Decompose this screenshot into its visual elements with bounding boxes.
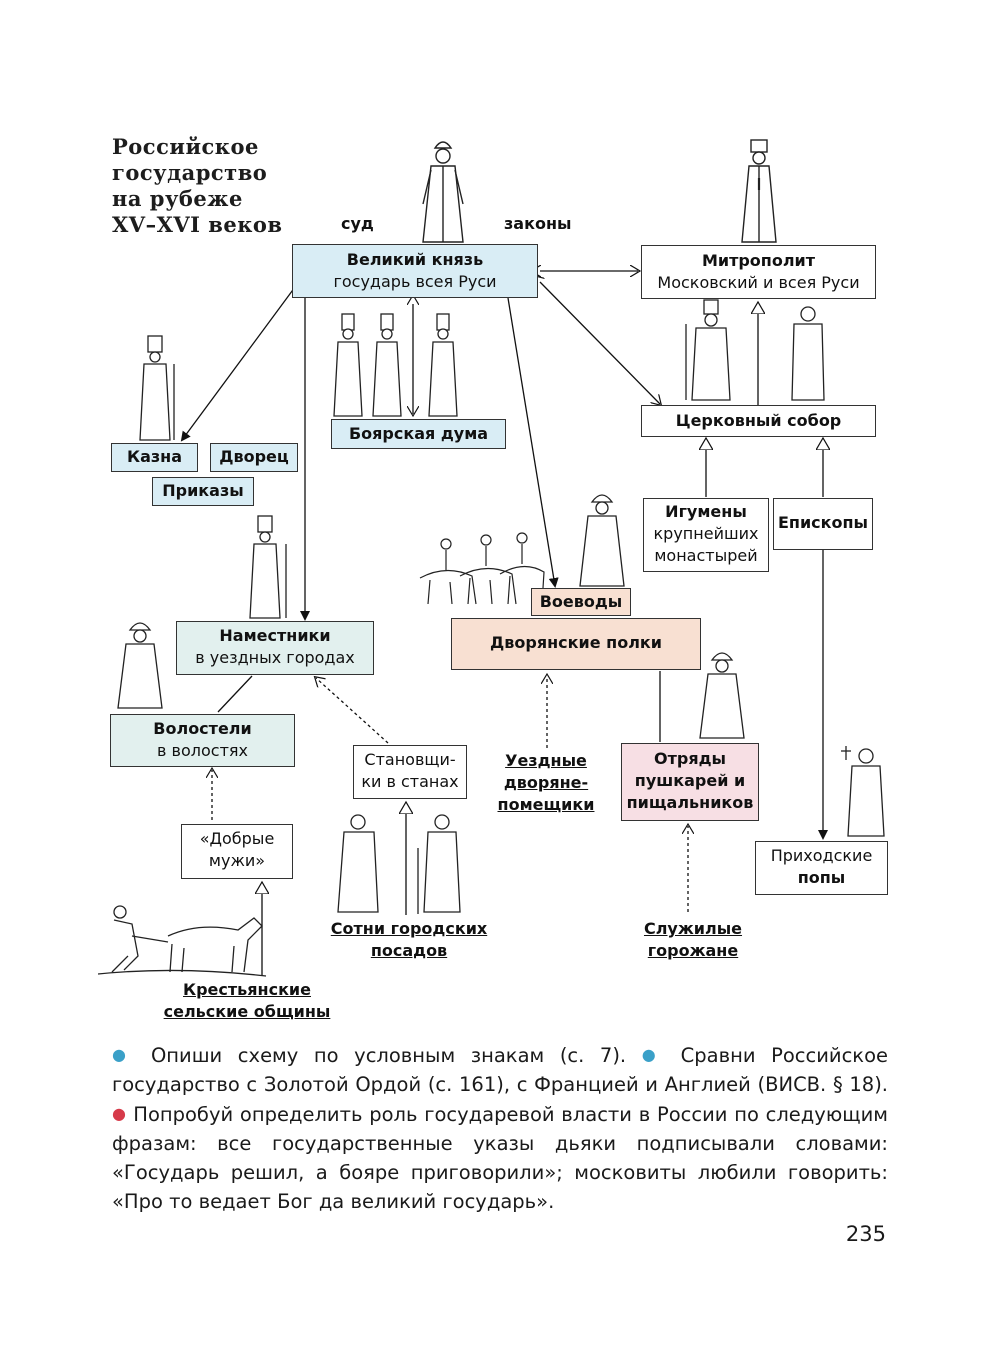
- question-1: Опиши схему по условным знакам (с. 7).: [150, 1044, 627, 1067]
- grand-prince-figure: [422, 141, 464, 243]
- metropolitan-subtitle: Московский и всея Руси: [657, 273, 860, 292]
- label-sud: суд: [341, 214, 374, 233]
- dobrye-muzhi-line2: мужи»: [208, 851, 266, 870]
- dobrye-muzhi-line1: «Добрые: [199, 829, 275, 848]
- igumeny-box: Игумены крупнейших монастырей: [643, 498, 769, 572]
- igumeny-sub1: крупнейших: [653, 524, 759, 543]
- metropolitan-figure: [741, 139, 777, 243]
- grand-prince-title: Великий князь: [346, 250, 484, 269]
- boyar-duma-box: Боярская дума: [331, 419, 506, 449]
- question-3: Попробуй определить роль государевой вла…: [112, 1103, 888, 1213]
- uezdnye-label: Уездные дворяне- помещики: [496, 750, 596, 816]
- voevoda-figure: [579, 494, 625, 587]
- boyars-figure: [333, 313, 458, 417]
- bullet-blue-2: ●: [641, 1045, 666, 1064]
- volosteli-title: Волостели: [153, 719, 252, 738]
- page-number: 235: [845, 1222, 886, 1246]
- stanovshchiki-line2: ки в станах: [361, 772, 459, 791]
- bullet-blue-1: ●: [112, 1045, 136, 1064]
- question-2: Сравни Российское государство с Золотой …: [112, 1044, 889, 1096]
- volosteli-box: Волостели в волостях: [110, 714, 295, 767]
- church-council-box: Церковный собор: [641, 405, 876, 437]
- prince-council-arrow: [540, 282, 660, 404]
- gunner-figure: [699, 652, 745, 739]
- stanovshchiki-namestniki-arrow: [316, 678, 389, 744]
- dvoryanskie-polki-title: Дворянские полки: [490, 633, 662, 652]
- namestnik-figure: [249, 515, 287, 619]
- bullet-red: ●: [112, 1104, 127, 1123]
- episkopy-title: Епископы: [777, 513, 869, 532]
- sotni-line2: посадов: [370, 941, 448, 960]
- church-council-title: Церковный собор: [675, 411, 842, 430]
- namestniki-subtitle: в уездных городах: [195, 648, 355, 667]
- questions-text: ● Опиши схему по условным знакам (с. 7).…: [112, 1040, 888, 1216]
- uezdnye-line3: помещики: [497, 795, 595, 814]
- sotni-line1: Сотни городских: [330, 919, 488, 938]
- grand-prince-subtitle: государь всея Руси: [333, 272, 497, 291]
- kazna-title: Казна: [126, 447, 183, 466]
- label-zakony: законы: [504, 214, 572, 233]
- sluzhilye-label: Служилые горожане: [640, 918, 746, 962]
- dvoryanskie-polki-box: Дворянские полки: [451, 618, 701, 670]
- krestyanskie-label: Крестьянские сельские общины: [160, 979, 334, 1023]
- episkopy-box: Епископы: [773, 498, 873, 550]
- dvorets-title: Дворец: [219, 447, 289, 466]
- krestyanskie-line1: Крестьянские: [183, 980, 311, 999]
- kazna-box: Казна: [111, 443, 198, 472]
- metropolitan-title: Митрополит: [701, 251, 816, 270]
- boyar-duma-title: Боярская дума: [348, 424, 489, 443]
- namestniki-box: Наместники в уездных городах: [176, 621, 374, 675]
- volostel-figure: [117, 622, 163, 709]
- prince-kazna-arrow: [180, 282, 299, 442]
- diagram-title: Российское государство на рубеже XV–XVI …: [112, 134, 322, 238]
- otryady-line3: пищальников: [626, 793, 754, 812]
- dvorets-box: Дворец: [210, 443, 298, 472]
- sluzhilye-line1: Служилые: [643, 919, 743, 938]
- sluzhilye-line2: горожане: [647, 941, 739, 960]
- clergy-figures: [685, 299, 825, 401]
- stanovshchiki-box: Становщи- ки в станах: [353, 745, 467, 799]
- title-line-4: XV–XVI веков: [112, 212, 283, 237]
- otryady-line2: пушкарей и: [634, 771, 746, 790]
- priest-figure: [841, 746, 885, 837]
- prikhodskie-popy-line1: Приходские: [770, 846, 873, 865]
- stanovshchiki-line1: Становщи-: [364, 750, 456, 769]
- ploughman-figure: [98, 905, 267, 977]
- dobrye-muzhi-box: «Добрые мужи»: [181, 824, 293, 879]
- title-line-2: государство: [112, 160, 268, 185]
- namestniki-volosteli-line: [217, 675, 253, 713]
- uezdnye-line2: дворяне-: [503, 773, 589, 792]
- igumeny-title: Игумены: [665, 502, 747, 521]
- volosteli-subtitle: в волостях: [157, 741, 248, 760]
- voevody-title: Воеводы: [539, 592, 623, 611]
- prikhodskie-popy-line2: попы: [797, 868, 846, 887]
- igumeny-sub2: монастырей: [654, 546, 758, 565]
- namestniki-title: Наместники: [219, 626, 331, 645]
- townspeople-figure: [337, 814, 461, 914]
- uezdnye-line1: Уездные: [505, 751, 587, 770]
- voevody-box: Воеводы: [531, 588, 631, 616]
- krestyanskie-line2: сельские общины: [163, 1002, 331, 1021]
- prince-voevody-arrow: [507, 297, 559, 588]
- metropolitan-box: Митрополит Московский и всея Руси: [641, 245, 876, 299]
- sotni-label: Сотни городских посадов: [326, 918, 492, 962]
- treasurer-figure: [139, 335, 175, 441]
- grand-prince-box: Великий князь государь всея Руси: [292, 244, 538, 298]
- cavalry-figure: [419, 532, 545, 605]
- title-line-3: на рубеже: [112, 186, 243, 211]
- prikazy-title: Приказы: [162, 481, 244, 500]
- otryady-box: Отряды пушкарей и пищальников: [621, 743, 759, 821]
- otryady-line1: Отряды: [654, 749, 726, 768]
- prikazy-box: Приказы: [152, 477, 254, 506]
- title-line-1: Российское: [112, 134, 259, 159]
- prikhodskie-popy-box: Приходские попы: [755, 841, 888, 895]
